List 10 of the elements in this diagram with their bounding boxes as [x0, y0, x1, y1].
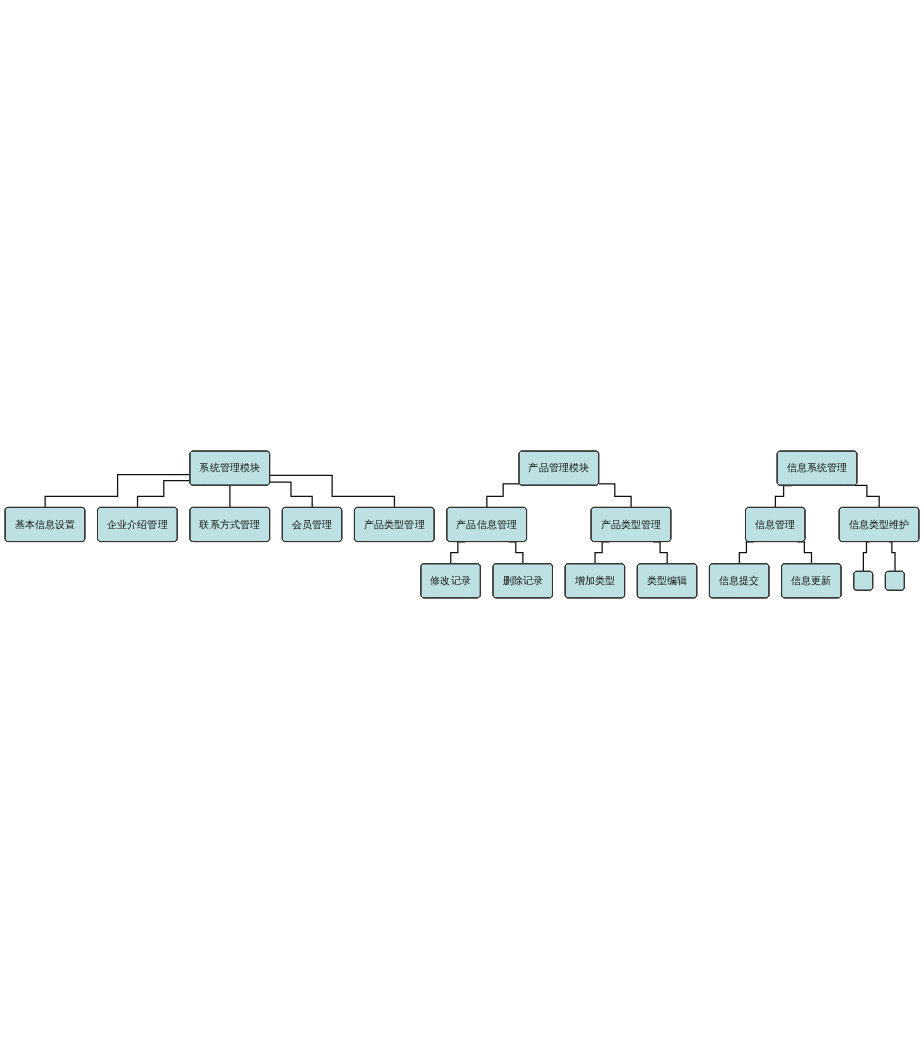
connector [862, 541, 871, 573]
connector [854, 485, 880, 509]
connector [598, 483, 632, 509]
connector [269, 482, 313, 509]
connector [44, 474, 191, 509]
connector [486, 483, 521, 509]
connector [269, 475, 396, 509]
connector [888, 541, 896, 573]
connector [136, 480, 191, 509]
connector [229, 485, 231, 509]
